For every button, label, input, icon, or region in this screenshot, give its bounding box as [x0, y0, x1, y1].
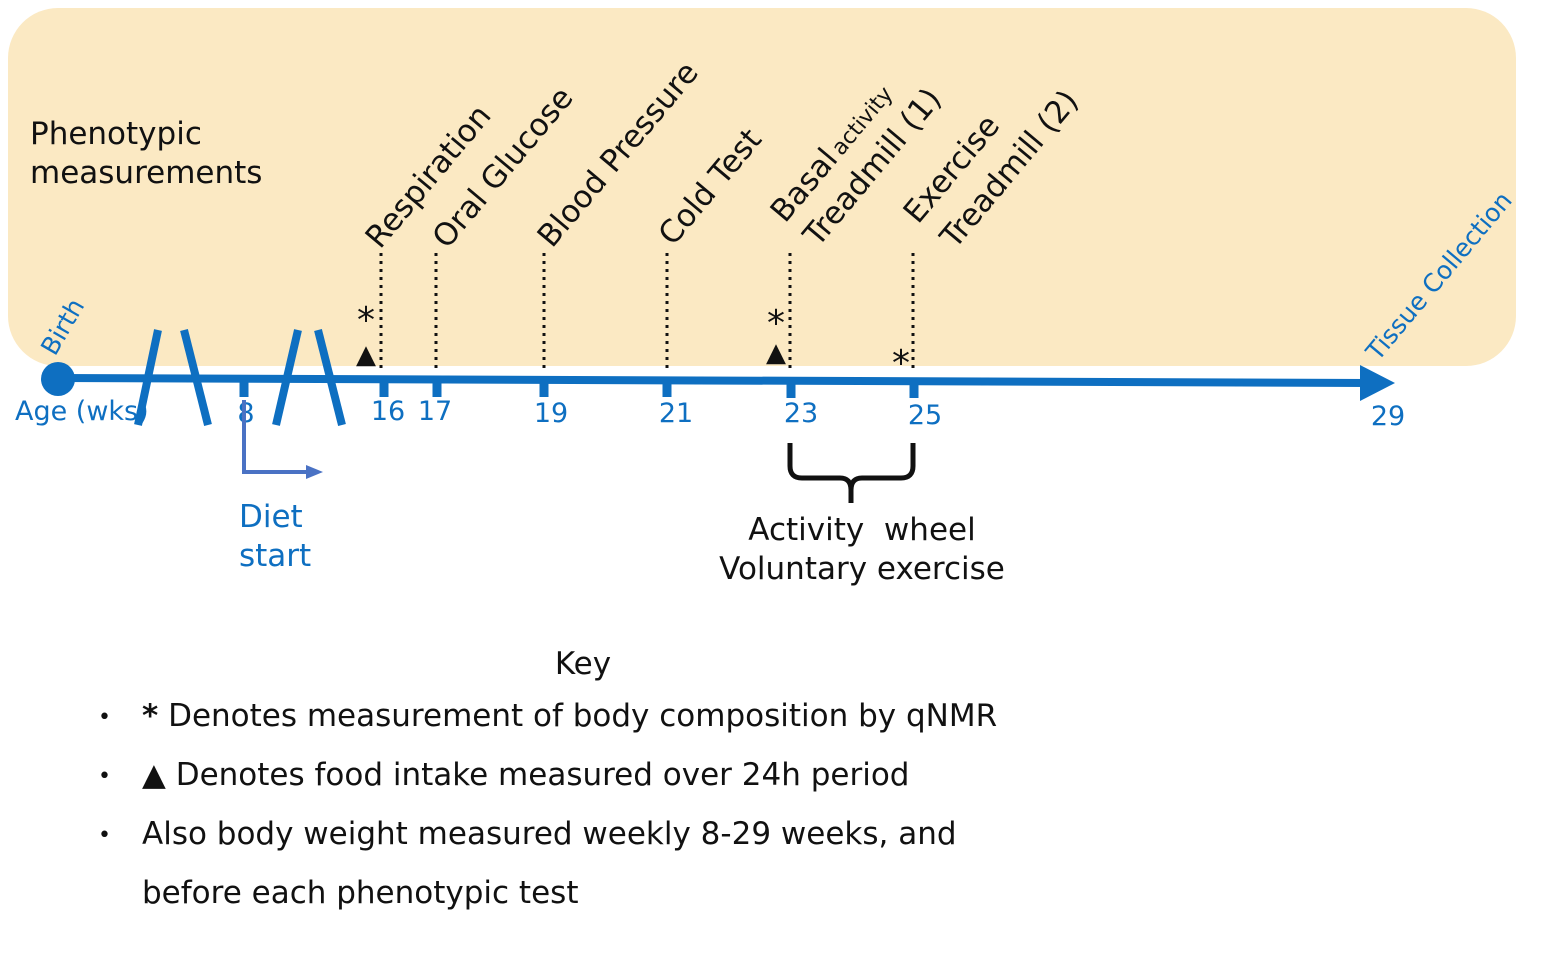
asterisk-marker-16: *: [357, 300, 375, 341]
key-title: Key: [555, 646, 611, 682]
birth-dot: [41, 362, 75, 396]
timeline-axis: [57, 374, 1369, 387]
asterisk-marker-25: *: [892, 343, 910, 384]
panel-label-line2: measurements: [30, 155, 262, 191]
axis-label: Age (wks): [15, 396, 149, 427]
key-item-1: * Denotes measurement of body compositio…: [142, 698, 997, 734]
key-item-2-symbol: ▲: [142, 757, 166, 793]
key-bullet-3: •: [98, 823, 111, 848]
key-item-3-line1: Also body weight measured weekly 8-29 we…: [142, 816, 957, 852]
tick-label-23: 23: [784, 398, 818, 429]
timeline-arrowhead: [1360, 365, 1395, 401]
axis-break-2: [272, 329, 346, 426]
tick-marks: [239, 381, 919, 398]
diet-label-line2: start: [239, 538, 311, 574]
triangle-marker-23: ▲: [766, 338, 786, 368]
tick-label-16: 16: [371, 396, 405, 427]
activity-wheel-brace: [787, 443, 916, 503]
key-bullet-1: •: [98, 705, 111, 730]
triangle-marker-16: ▲: [356, 340, 376, 370]
diet-label-line1: Diet: [239, 499, 303, 535]
diet-start-arrow: [242, 400, 323, 479]
tick-label-25: 25: [908, 400, 942, 431]
key-item-2: ▲ Denotes food intake measured over 24h …: [142, 757, 909, 793]
key-item-1-symbol: *: [142, 698, 158, 734]
key-item-2-text: Denotes food intake measured over 24h pe…: [166, 757, 910, 793]
key-item-1-text: Denotes measurement of body composition …: [158, 698, 997, 734]
panel-label-line1: Phenotypic: [30, 116, 202, 152]
activity-wheel-line2: Voluntary exercise: [719, 551, 1005, 587]
key-item-3-line2: before each phenotypic test: [142, 875, 578, 911]
tick-label-19: 19: [534, 398, 568, 429]
phenotypic-panel: [8, 8, 1516, 366]
tick-label-29: 29: [1371, 401, 1405, 432]
tick-label-17: 17: [418, 396, 452, 427]
activity-wheel-line1: Activity wheel: [748, 512, 975, 548]
asterisk-marker-23: *: [767, 303, 785, 344]
tick-label-21: 21: [659, 398, 693, 429]
axis-break-1: [134, 329, 212, 426]
key-bullet-2: •: [98, 764, 111, 789]
